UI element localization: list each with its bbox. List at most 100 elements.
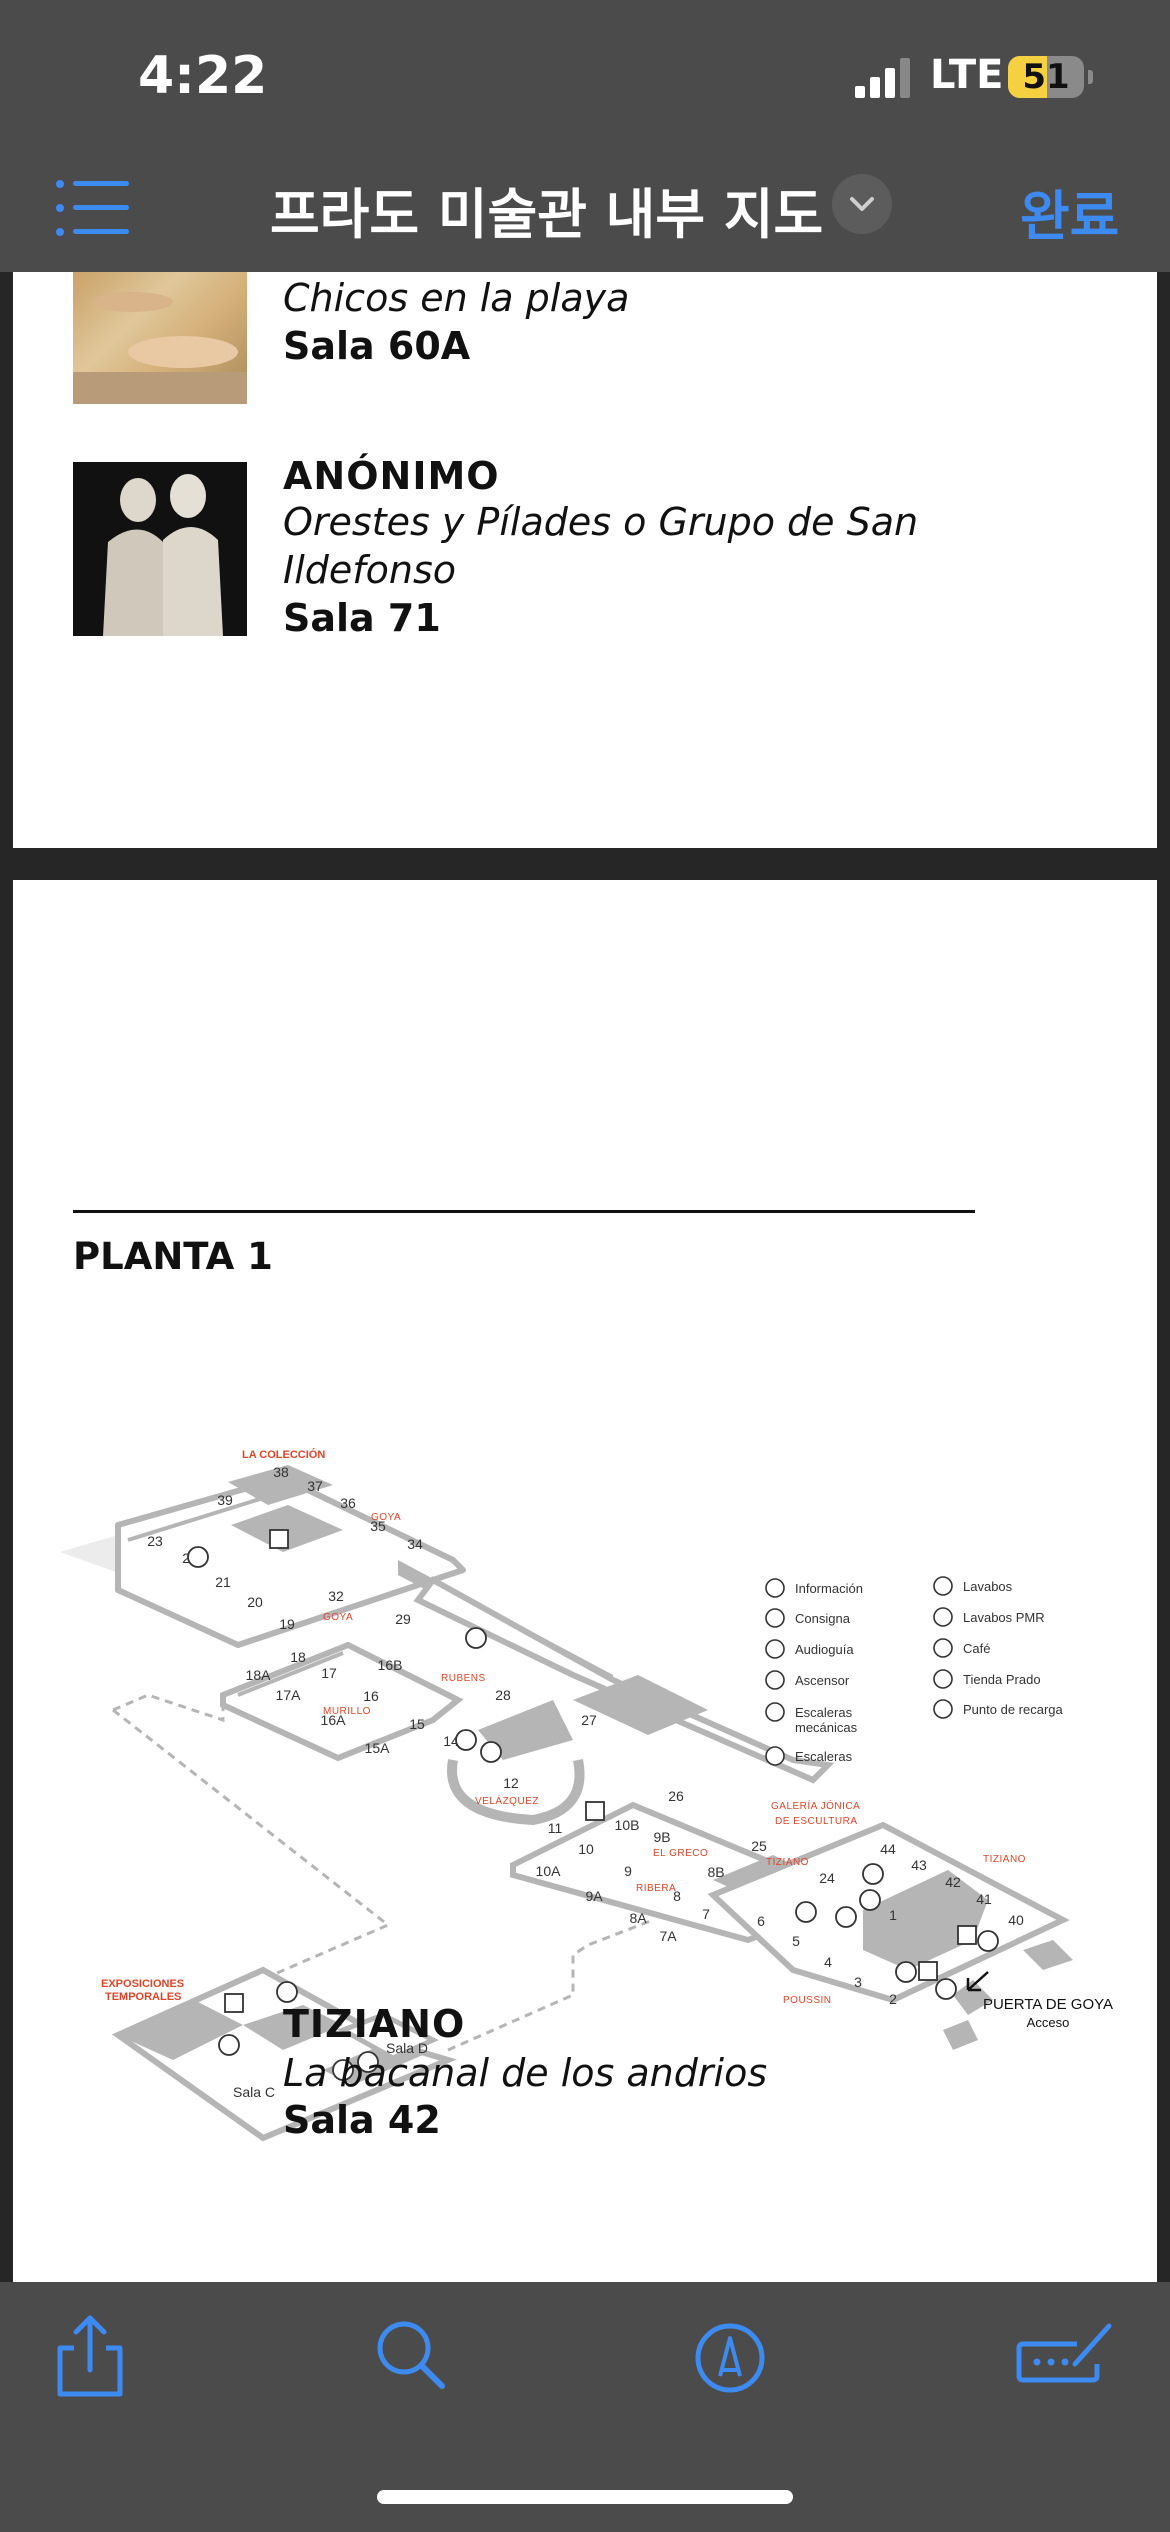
escalator-icon (218, 2034, 240, 2056)
section-rule (73, 1210, 975, 1213)
legend-label: Audioguía (795, 1642, 854, 1657)
legend-label: Punto de recarga (963, 1702, 1064, 1717)
map-room-number: 42 (945, 1874, 961, 1890)
search-icon[interactable] (370, 2312, 450, 2402)
floor-heading: PLANTA 1 (73, 1235, 273, 1278)
map-room-number: 39 (217, 1492, 233, 1508)
document-viewer[interactable]: Chicos en la playa Sala 60A ANÓNIMO Ores… (0, 272, 1170, 2282)
restroom-icon (933, 1576, 953, 1596)
artwork-artist: TIZIANO (283, 2002, 466, 2046)
cafe-icon (933, 1638, 953, 1658)
map-block (573, 1675, 708, 1735)
map-room-number: 1 (889, 1907, 897, 1923)
map-room-number: 11 (548, 1820, 563, 1836)
artwork-thumbnail[interactable] (73, 272, 247, 404)
artwork-room: Sala 60A (283, 324, 471, 368)
map-label-el-greco: EL GRECO (653, 1848, 708, 1859)
elevator-icon (585, 1801, 605, 1821)
done-button[interactable]: 완료 (1020, 185, 1120, 248)
network-type: LTE (930, 52, 1004, 98)
map-wall (237, 1651, 344, 1697)
home-indicator[interactable] (377, 2490, 793, 2504)
map-room-number: 16B (378, 1657, 403, 1673)
map-block (1023, 1940, 1073, 1970)
map-block (863, 1870, 988, 1970)
map-label-rubens: RUBENS (441, 1673, 486, 1684)
elevator-icon (918, 1961, 938, 1981)
info-icon (859, 1889, 881, 1911)
map-room-number: 14 (443, 1733, 459, 1749)
artwork-thumbnail[interactable] (73, 462, 247, 636)
map-label-goya: GOYA (371, 1512, 401, 1523)
elevator-icon (765, 1670, 785, 1690)
battery-cap (1088, 70, 1093, 84)
legend-label: Ascensor (795, 1673, 850, 1688)
floor-plan-map[interactable]: LA COLECCIÓN EXPOSICIONES TEMPORALES GOY… (13, 880, 1157, 2282)
artwork-title: La bacanal de los andrios (283, 2051, 768, 2095)
map-stairs (943, 2020, 978, 2050)
map-room-number: 44 (880, 1841, 896, 1857)
stairs-icon (765, 1746, 785, 1766)
map-label-temporary: EXPOSICIONES (101, 1978, 184, 1990)
map-room-number: 17 (321, 1665, 337, 1681)
map-room-number: 2 (889, 1991, 897, 2007)
map-room-number: 5 (792, 1933, 800, 1949)
map-rotunda (447, 1759, 585, 1826)
map-room-name: Sala C (233, 2084, 275, 2100)
map-room-number: 16A (321, 1712, 347, 1728)
charging-icon (935, 1978, 957, 2000)
map-room-number: 9A (585, 1888, 603, 1904)
audio-guide-icon (835, 1906, 857, 1928)
map-room-number: 15A (365, 1740, 391, 1756)
map-room-number: 8A (629, 1910, 647, 1926)
legend-label: Lavabos (963, 1579, 1013, 1594)
map-room-number: 10B (615, 1817, 640, 1833)
map-room-number: 21 (215, 1574, 231, 1590)
markup-icon[interactable] (690, 2312, 770, 2402)
map-label-collection: LA COLECCIÓN (242, 1448, 325, 1461)
legend-label: Información (795, 1581, 863, 1596)
map-room-number: 4 (824, 1954, 832, 1970)
map-room-number: 3 (854, 1974, 862, 1990)
map-room-number: 24 (819, 1870, 835, 1886)
map-room-number: 7A (659, 1928, 677, 1944)
map-room-number: 27 (581, 1712, 597, 1728)
artwork-artist: ANÓNIMO (283, 454, 500, 498)
map-room-number: 7 (702, 1906, 710, 1922)
map-room-number: 37 (307, 1478, 323, 1494)
restroom-icon (357, 2051, 379, 2073)
map-block (243, 2005, 343, 2050)
stairs-icon (276, 1981, 298, 2003)
map-label-tiziano: TIZIANO (766, 1857, 809, 1868)
map-room-number: 40 (1008, 1912, 1024, 1928)
map-label-galeria: GALERÍA JÓNICA (771, 1799, 860, 1812)
beach-painting-image (73, 292, 247, 404)
map-room-number: 41 (976, 1891, 992, 1907)
legend-label: Lavabos PMR (963, 1610, 1045, 1625)
map-room-number: 6 (757, 1913, 765, 1929)
status-time: 4:22 (138, 46, 268, 106)
outline-list-icon[interactable] (55, 178, 131, 238)
map-label-galeria: DE ESCULTURA (775, 1816, 858, 1827)
legend-label: Tienda Prado (963, 1672, 1041, 1687)
audio-guide-icon (765, 1639, 785, 1659)
battery-icon: 51 (1008, 56, 1084, 98)
cellular-signal-icon (855, 58, 910, 98)
share-icon[interactable] (50, 2312, 130, 2402)
entrance-arrow-icon (966, 1971, 989, 1992)
map-room-number: 28 (495, 1687, 511, 1703)
legend-label: mecánicas (795, 1720, 858, 1735)
artwork-room: Sala 71 (283, 596, 441, 640)
elevator-icon (957, 1925, 977, 1945)
title-menu-button[interactable] (832, 174, 892, 234)
map-room-number: 20 (247, 1594, 263, 1610)
map-wing-west (220, 1641, 464, 1762)
chevron-down-icon (850, 197, 874, 211)
map-block (118, 2002, 243, 2060)
map-room-number: 8B (707, 1864, 724, 1880)
artwork-room: Sala 42 (283, 2098, 441, 2142)
artwork-title-continued: Ildefonso (283, 548, 457, 592)
form-fill-icon[interactable] (1015, 2312, 1115, 2402)
map-label-poussin: POUSSIN (783, 1995, 832, 2006)
map-room-number: 19 (279, 1616, 295, 1632)
